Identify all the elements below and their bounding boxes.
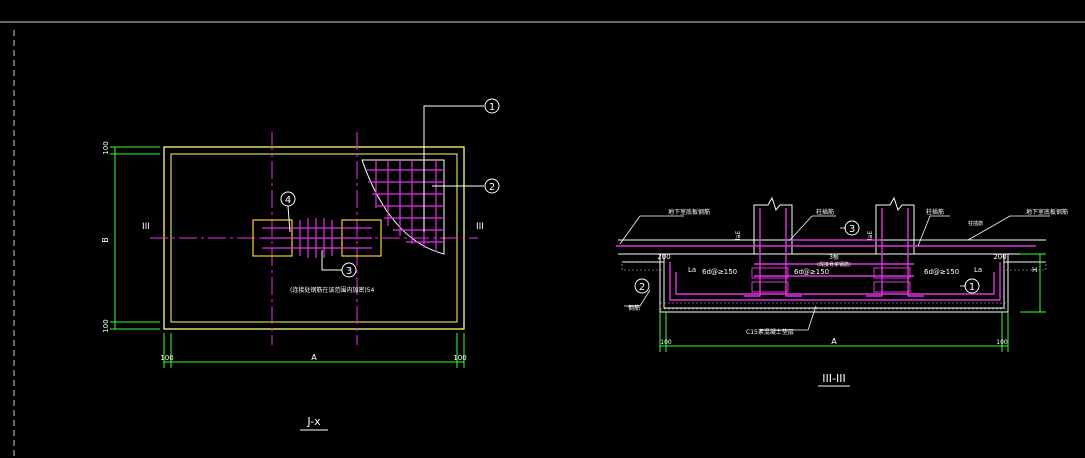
section-dim-left: 100 [660, 339, 672, 346]
slab-hatch-right [1003, 261, 1047, 271]
section-center-label: 3根 [829, 253, 839, 261]
plan-dim-top: 100 [102, 141, 110, 154]
section-callout-1: 1 [969, 282, 975, 293]
section-mark-left: III [142, 222, 150, 232]
plan-callout-2: 2 [489, 182, 495, 193]
section-title: III-III [822, 372, 845, 385]
plan-title: J-x [306, 415, 321, 428]
section-stirrup-mid: 6d@≥150 [794, 268, 829, 276]
section-stirrup-left: 6d@≥150 [702, 268, 737, 276]
plan-callout-1: 1 [489, 102, 495, 113]
section-leaders [619, 215, 1050, 331]
plan-dim-w-right: 100 [453, 354, 466, 362]
section-label-left-top: 地下室底板钢筋 [668, 208, 710, 216]
plan-view: 100 B 100 A 100 100 III III 1 2 4 3 (连接处… [101, 98, 500, 431]
rebar-mesh [361, 159, 445, 255]
tie-bars [262, 218, 372, 258]
section-label-post: 柱插筋 [968, 220, 983, 227]
section-label-right-col: 柱插筋 [926, 208, 944, 216]
section-left-side-label: 钢筋 [628, 304, 640, 312]
slab-hatch-left [621, 261, 665, 271]
section-lae-left: laE [735, 231, 742, 240]
section-h-label: H [1032, 266, 1037, 274]
section-label-right-slab: 地下室底板钢筋 [1026, 208, 1068, 216]
section-stirrups [751, 267, 911, 293]
plan-dim-bottom: 100 [102, 319, 110, 332]
section-bottom-label: C15素混凝土垫层 [746, 328, 794, 336]
section-callout-3: 3 [849, 224, 855, 235]
section-view: 地下室底板钢筋 柱插筋 柱插筋 柱插筋 地下室底板钢筋 laE laE 3根 (… [616, 196, 1068, 387]
columns [753, 196, 915, 254]
section-label-mid: 柱插筋 [816, 208, 834, 216]
plan-callout-4: 4 [285, 195, 291, 206]
section-dim-width: A [831, 337, 837, 346]
section-200-left: 200 [657, 253, 670, 261]
plan-callout-3: 3 [346, 266, 352, 277]
plan-callouts [280, 98, 500, 278]
section-stirrup-right: 6d@≥150 [924, 268, 959, 276]
plan-dim-left: B [101, 237, 110, 243]
section-rebar [616, 208, 1036, 301]
plan-dim-width: A [311, 353, 317, 362]
blinding-layer [659, 302, 1009, 310]
section-center-label2: (焊接骨架钢筋) [817, 261, 851, 268]
section-la-left: La [688, 266, 696, 274]
section-la-right: La [974, 266, 982, 274]
section-dims [659, 253, 1046, 352]
plan-note: (连接处钢筋在该范围内加密)54 [290, 286, 374, 294]
section-lae-right: laE [867, 231, 874, 240]
plan-dim-w-left: 100 [160, 354, 173, 362]
section-callout-2: 2 [639, 282, 645, 293]
section-dim-right: 100 [996, 339, 1008, 346]
section-200-right: 200 [993, 253, 1006, 261]
section-callouts [634, 220, 980, 294]
section-mark-right: III [476, 222, 484, 232]
plan-dims [110, 146, 465, 368]
